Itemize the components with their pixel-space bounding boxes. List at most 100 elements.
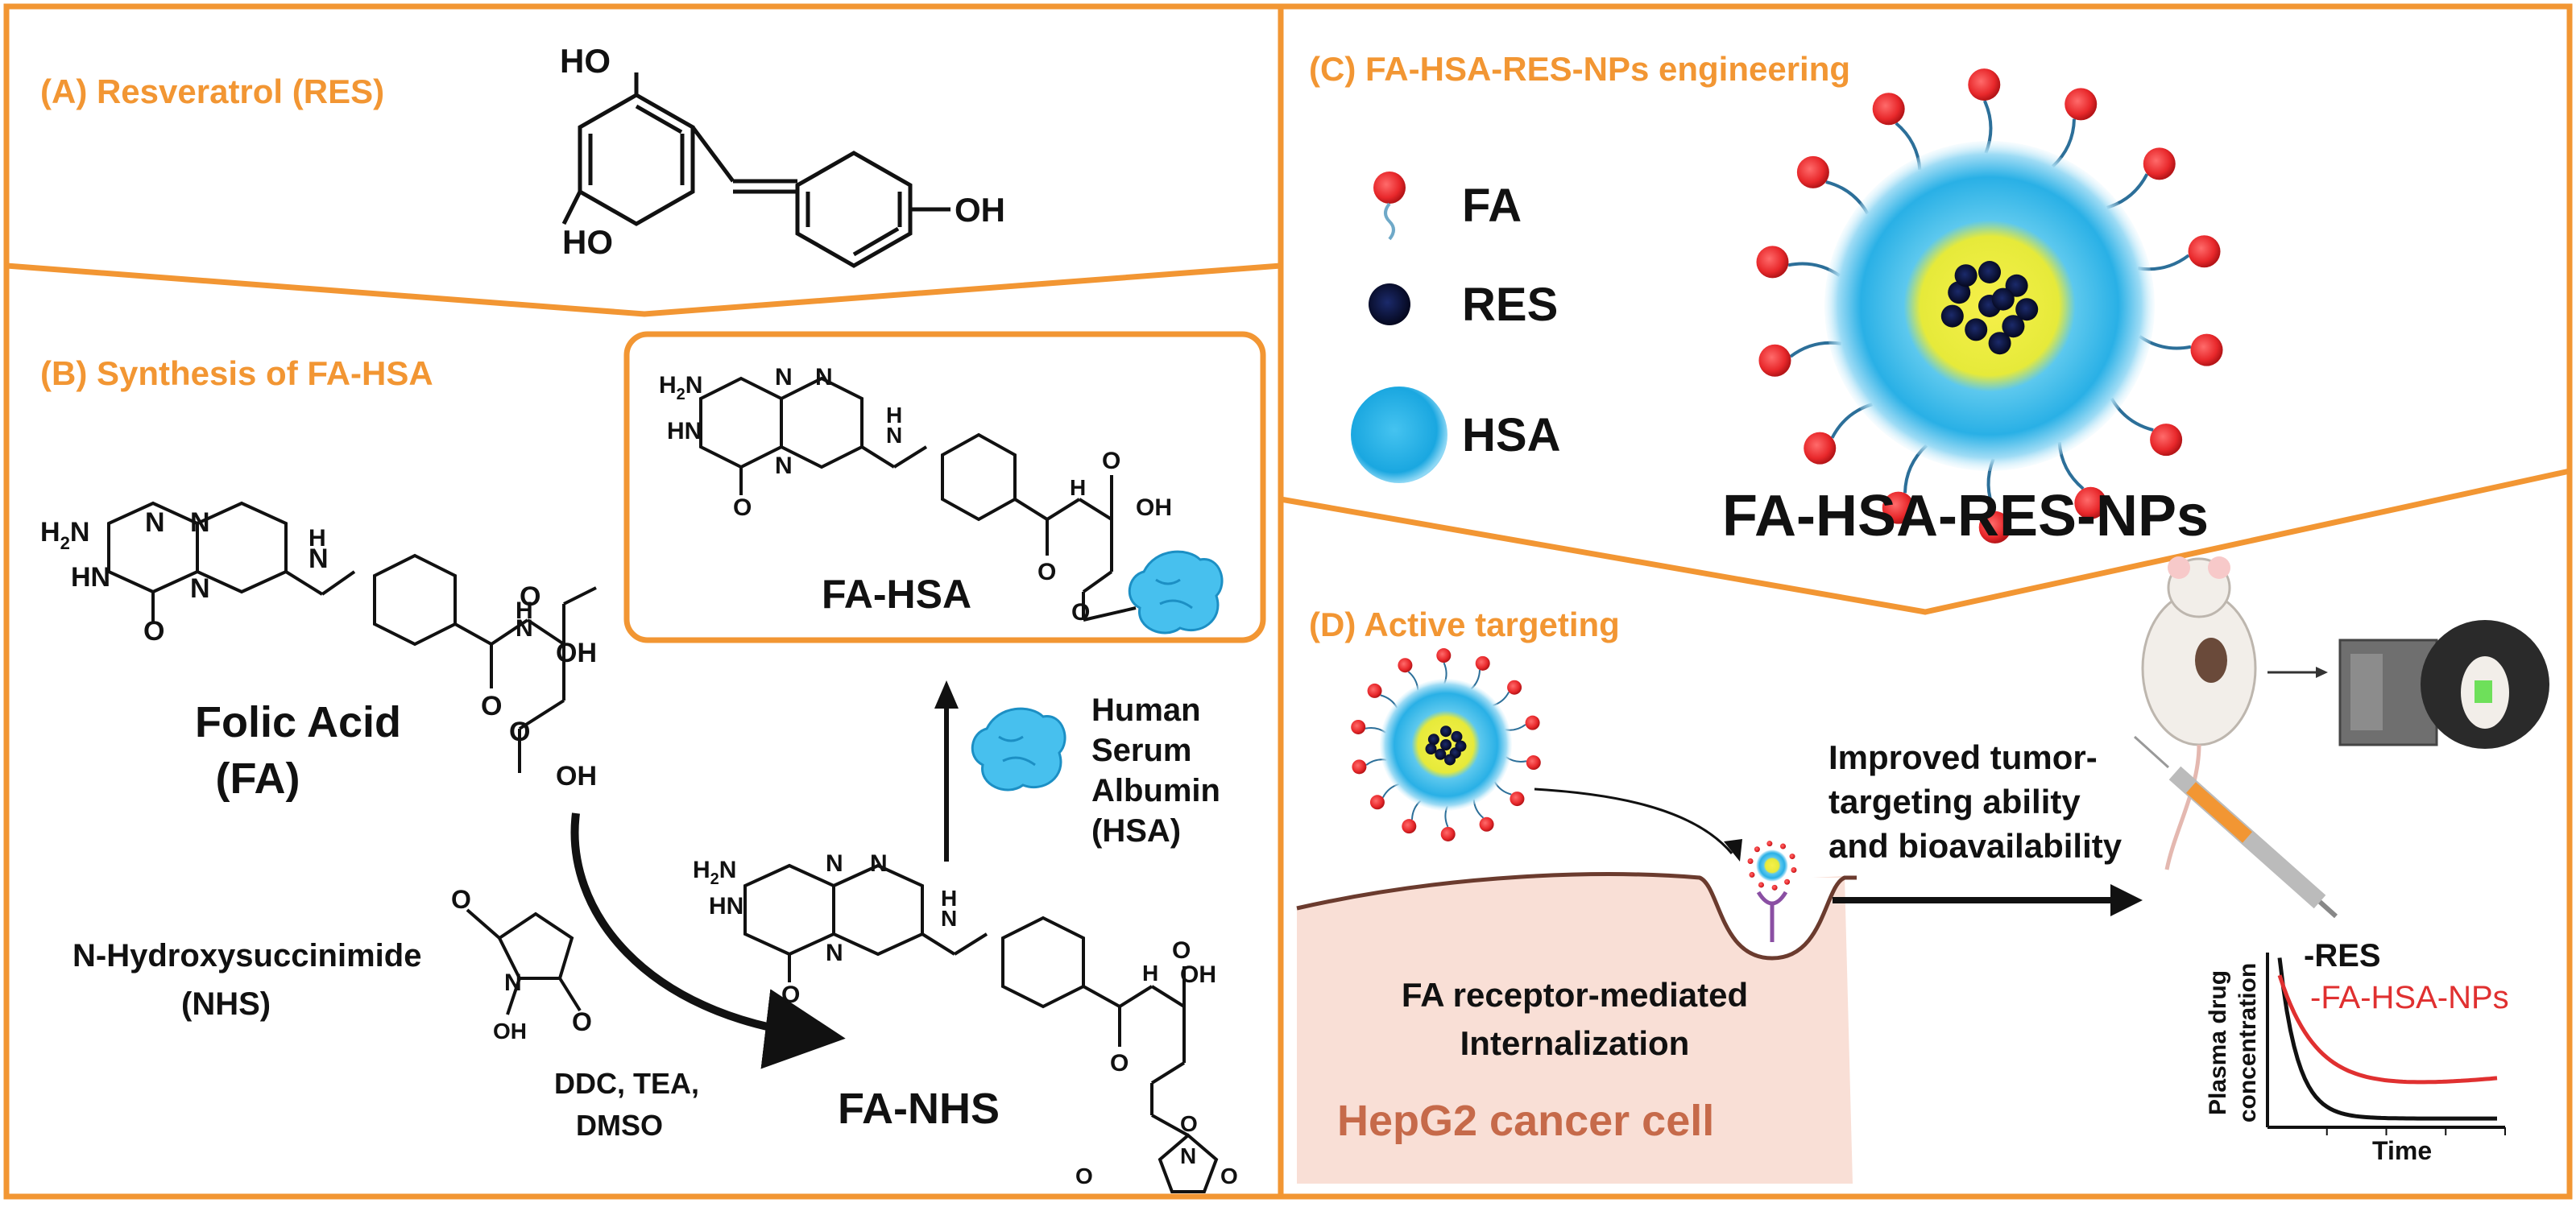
fa-ligand-head — [1507, 680, 1522, 695]
fanhs-hn: HN — [709, 893, 743, 920]
panel-b-heading: (B) Synthesis of FA-HSA — [40, 354, 433, 392]
np-label: FA-HSA-RES-NPs — [1722, 484, 2209, 548]
panel-d-heading: (D) Active targeting — [1309, 606, 1620, 643]
fa-ligand-head — [2190, 333, 2223, 366]
hsa-label-1: Human — [1091, 692, 1201, 728]
fa-ligand-head — [1791, 866, 1797, 873]
fanhs-nhs-o1: O — [1075, 1164, 1093, 1188]
hepg2-cell-body — [1297, 874, 1853, 1184]
fahsa-o-ring: O — [733, 494, 752, 521]
fa-ligand-heads — [1756, 68, 2223, 544]
panel-d: (D) Active targeting HepG2 cancer cell F… — [1296, 556, 2549, 1184]
pk-ylabel-1: Plasma drug — [2205, 970, 2231, 1115]
fanhs-n-3: N — [826, 940, 843, 966]
panel-b: (B) Synthesis of FA-HSA H2N HN N N N O N… — [40, 331, 1266, 1193]
fahsa-n-1: N — [775, 364, 793, 391]
res-core-dot — [1425, 743, 1437, 755]
small-nanoparticle — [1351, 648, 1541, 841]
fa-ligand-head — [1758, 882, 1764, 888]
res-core-dot — [1940, 304, 1964, 328]
legend-res-item: RES — [1369, 279, 1558, 331]
pk-chart-ticks — [2325, 1127, 2506, 1135]
res-core-dot — [1978, 261, 2001, 283]
arrow-label-2: targeting ability — [1828, 783, 2081, 821]
frame-divider-cd — [1280, 468, 2570, 615]
fa-receptor-icon — [1756, 891, 1788, 942]
fa-ligand-head — [1747, 858, 1754, 865]
res-core-dot — [1435, 748, 1447, 760]
reaction-arrow-curved — [570, 812, 846, 1069]
panel-frames — [3, 3, 2573, 1200]
fa-ligand-head — [1780, 843, 1787, 849]
fahsa-oh: OH — [1136, 494, 1172, 521]
fanhs-amide-h: H — [1142, 961, 1158, 986]
fa-ball-icon — [1373, 172, 1406, 204]
fanhs-nhs-n: N — [1180, 1143, 1196, 1168]
hsa-label-3: Albumin — [1091, 773, 1220, 808]
legend-hsa-label: HSA — [1462, 409, 1560, 461]
res-core-dot — [1991, 287, 2015, 311]
res-ho-top: HO — [560, 42, 611, 80]
fa-ligand-head — [1968, 68, 2001, 101]
reagents-line-1: DDC, TEA, — [554, 1067, 699, 1100]
fa-n-top: N — [145, 507, 165, 538]
fanhs-o-top: O — [1172, 937, 1191, 964]
legend-hsa-item: HSA — [1351, 386, 1560, 483]
fa-ligand-head — [1882, 491, 1915, 524]
fa-nh-n: N — [309, 544, 329, 574]
nhs-label: N-Hydroxysuccinimide — [72, 938, 421, 973]
pk-ylabel-2: concentration — [2234, 963, 2261, 1122]
fanhs-h2n: H2N — [693, 857, 736, 888]
cell-label: HepG2 cancer cell — [1337, 1097, 1714, 1145]
fa-ligand-head — [1754, 846, 1760, 853]
fa-ligand-head — [1398, 658, 1413, 673]
fa-hsa-protein-icon — [1128, 550, 1224, 635]
fa-ligand-head — [1510, 792, 1525, 807]
fahsa-hn: HN — [667, 418, 702, 444]
res-oh-right: OH — [955, 191, 1005, 229]
fa-hsa-box — [623, 331, 1266, 643]
fa-oh-1: OH — [556, 638, 597, 668]
nhs-o-2: O — [572, 1007, 592, 1036]
fa-ligand-head — [1766, 841, 1773, 847]
fanhs-n-1: N — [826, 850, 843, 877]
frame-divider-ab — [6, 262, 1282, 317]
panel-a-heading: (A) Resveratrol (RES) — [40, 72, 384, 110]
hsa-label-2: Serum — [1091, 733, 1192, 768]
fa-ligand-head — [1367, 683, 1382, 698]
fa-ligand-head — [2150, 424, 2183, 457]
mouse-illustration — [2141, 556, 2257, 870]
fa-nhs-label: FA-NHS — [838, 1085, 1000, 1133]
fa-ligand-head — [1525, 715, 1540, 730]
imaging-arrow-head — [2316, 667, 2328, 678]
tiny-nanoparticle — [1747, 841, 1797, 891]
syringe-illustration — [2133, 735, 2338, 919]
res-core-dots — [1940, 261, 2039, 355]
fahsa-o-low: O — [1071, 599, 1090, 626]
reaction-arrow-up-head — [934, 680, 959, 709]
fa-n-top2: N — [190, 507, 210, 538]
fahsa-amide-h: H — [1070, 475, 1086, 500]
nhs-abbr: (NHS) — [181, 986, 271, 1022]
pk-xlabel: Time — [2372, 1136, 2432, 1165]
fahsa-n-2: N — [815, 364, 833, 391]
fa-o: O — [143, 616, 164, 647]
panel-c-heading: (C) FA-HSA-RES-NPs engineering — [1309, 50, 1850, 88]
fa-ligand-head — [1749, 871, 1755, 878]
fa-ligand-head — [1758, 344, 1791, 377]
fa-ligand-head — [1978, 510, 2011, 544]
hsa-ball-icon — [1351, 386, 1447, 483]
fa-ligand-head — [1796, 155, 1829, 188]
fa-n-bottom: N — [190, 573, 210, 604]
fa-ligand-head — [1475, 655, 1490, 671]
legend-res-label: RES — [1462, 279, 1558, 331]
fahsa-o-amide: O — [1037, 559, 1056, 585]
pk-chart: -RES -FA-HSA-NPs Time Plasma drug concen… — [2205, 938, 2509, 1165]
imaging-device-illustration — [2338, 620, 2549, 749]
fa-ligand-head — [1351, 719, 1366, 734]
res-core-dot — [1444, 754, 1456, 766]
panel-c: (C) FA-HSA-RES-NPs engineering FA RES HS… — [1309, 50, 2223, 548]
improvement-arrow-head — [2110, 884, 2143, 916]
fa-ligand-head — [2074, 486, 2107, 519]
nhs-structure — [466, 908, 582, 1015]
